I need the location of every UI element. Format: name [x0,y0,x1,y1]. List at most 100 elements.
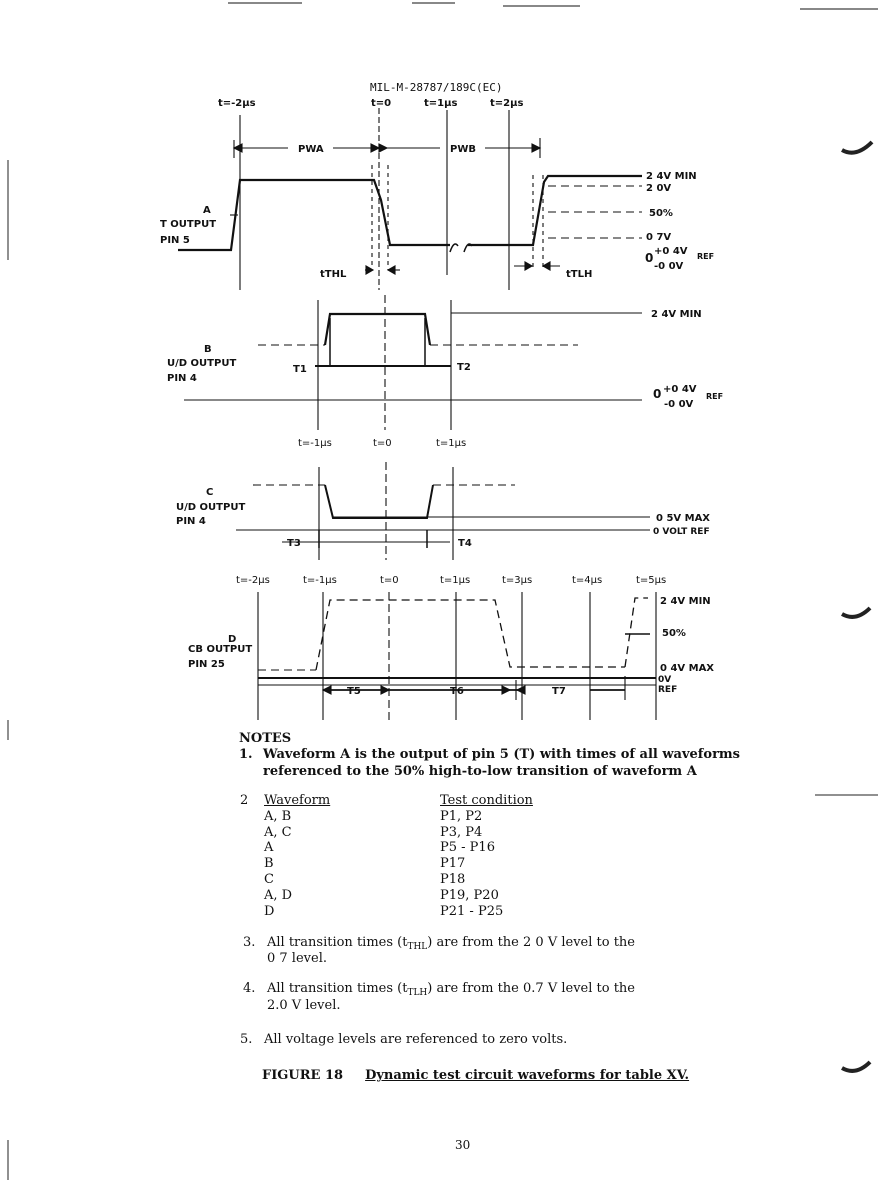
t5-label: T5 [347,686,361,697]
a-ref-zero: 0 [645,251,653,265]
time-label-bottom: t=5µs [636,575,666,586]
waveform-c [236,462,650,560]
note-number: 3. [243,935,256,950]
d-letter: D [228,634,236,645]
tlh-label: tTLH [566,269,592,280]
note-text: All transition times (t [267,935,408,950]
time-label-bottom: t=1µs [440,575,470,586]
a-level-label: 2 4V MIN [646,171,697,182]
note-3: 3. All transition times (tTHL) are from t… [243,934,635,956]
b-level-label: 2 4V MIN [651,309,702,320]
table-cell: A, B [264,808,292,824]
b-letter: B [204,344,212,355]
subscript: TLH [407,988,428,998]
table-header: Test condition [440,793,533,808]
note-text: ) are from the 0.7 V level to the [427,981,635,996]
note-number: 5. [240,1032,253,1047]
table-cell: P1, P2 [440,808,483,824]
pwa-label: PWA [298,144,324,155]
waveform-d [257,592,657,720]
t6-label: T6 [450,686,464,697]
note-4: 4. All transition times (tTLH) are from t… [243,980,635,1002]
a-letter: A [203,205,211,216]
notes-heading: NOTES [239,731,292,746]
d-level-label: 0V [658,675,671,685]
thl-label: tTHL [320,269,347,280]
note-number: 2 [240,793,249,808]
note-number: 1. [239,747,253,762]
a-ref-sub: REF [697,252,714,261]
time-label-top: t=1µs [424,98,457,109]
c-level-label: 0 VOLT REF [653,527,710,537]
a-ref-minus: -0 0V [654,261,684,272]
time-label-mid: t=1µs [436,438,466,449]
note-text: Waveform A is the output of pin 5 (T) wi… [263,747,740,762]
table-cell: A, C [264,824,292,840]
a-pin-label: PIN 5 [160,235,190,246]
time-label-bottom: t=-1µs [303,575,337,586]
note-1-cont: referenced to the 50% high-to-low transi… [263,764,697,779]
t3-label: T3 [287,538,301,549]
table-cell: A, D [264,887,293,903]
waveform-labels: t=-2µs t=0 t=1µs t=2µs PWA PWB A T OUTPU… [160,98,723,697]
time-label-top: t=0 [371,98,391,109]
b-pin-label: PIN 4 [167,373,197,384]
b-ref-zero: 0 [653,387,661,401]
b-ref-plus: +0 4V [663,384,697,395]
figure-number: FIGURE 18 [262,1068,344,1083]
table-cell: P18 [440,871,466,887]
d-output-label: CB OUTPUT [188,644,252,655]
time-label-mid: t=-1µs [298,438,332,449]
table-cell: P17 [440,856,466,872]
time-label-bottom: t=0 [380,575,399,586]
pwb-label: PWB [450,144,476,155]
a-ref-plus: +0 4V [654,246,688,257]
page-number: 30 [455,1138,471,1152]
t7-label: T7 [552,686,566,697]
waveform-column: Waveform A, B A, C A B C A, D D [264,793,424,919]
time-label-bottom: t=-2µs [236,575,270,586]
a-output-label: T OUTPUT [160,219,216,230]
table-cell: P19, P20 [440,887,499,903]
subscript: THL [407,942,428,952]
waveform-diagram: t=-2µs t=0 t=1µs t=2µs PWA PWB A T OUTPU… [160,2,878,720]
note-5: 5. All voltage levels are referenced to z… [240,1031,567,1048]
c-pin-label: PIN 4 [176,516,206,527]
table-cell: B [264,856,274,872]
time-label-top: t=-2µs [218,98,256,109]
waveform-a [178,108,642,290]
note-1: 1. Waveform A is the output of pin 5 (T) … [239,746,740,763]
note-3-cont: 0 7 level. [267,951,327,966]
a-level-label: 50% [649,208,673,219]
time-label-bottom: t=3µs [502,575,532,586]
waveform-b [184,295,642,430]
d-level-label: 0 4V MAX [660,663,714,674]
d-level-label: REF [658,685,677,695]
scan-marks [228,2,878,10]
t2-label: T2 [457,362,471,373]
b-ref-minus: -0 0V [664,399,694,410]
note-text: ) are from the 2 0 V level to the [427,935,635,950]
c-letter: C [206,487,213,498]
table-cell: C [264,871,274,887]
time-label-top: t=2µs [490,98,523,109]
a-level-label: 2 0V [646,183,671,194]
table-cell: P5 - P16 [440,840,495,856]
d-level-label: 50% [662,628,686,639]
note-number: 4. [243,981,256,996]
note-4-cont: 2.0 V level. [267,998,341,1013]
note-text: All transition times (t [267,981,408,996]
time-label-bottom: t=4µs [572,575,602,586]
condition-column: Test condition P1, P2 P3, P4 P5 - P16 P1… [440,793,600,919]
d-pin-label: PIN 25 [188,659,225,670]
b-output-label: U/D OUTPUT [167,358,236,369]
table-header: Waveform [264,793,331,808]
document-id: MIL-M-28787/189C(EC) [370,81,503,94]
time-label-mid: t=0 [373,438,392,449]
d-level-label: 2 4V MIN [660,596,711,607]
table-cell: P21 - P25 [440,903,504,919]
a-level-label: 0 7V [646,232,671,243]
t1-label: T1 [293,364,307,375]
note-text: All voltage levels are referenced to zer… [264,1032,568,1047]
